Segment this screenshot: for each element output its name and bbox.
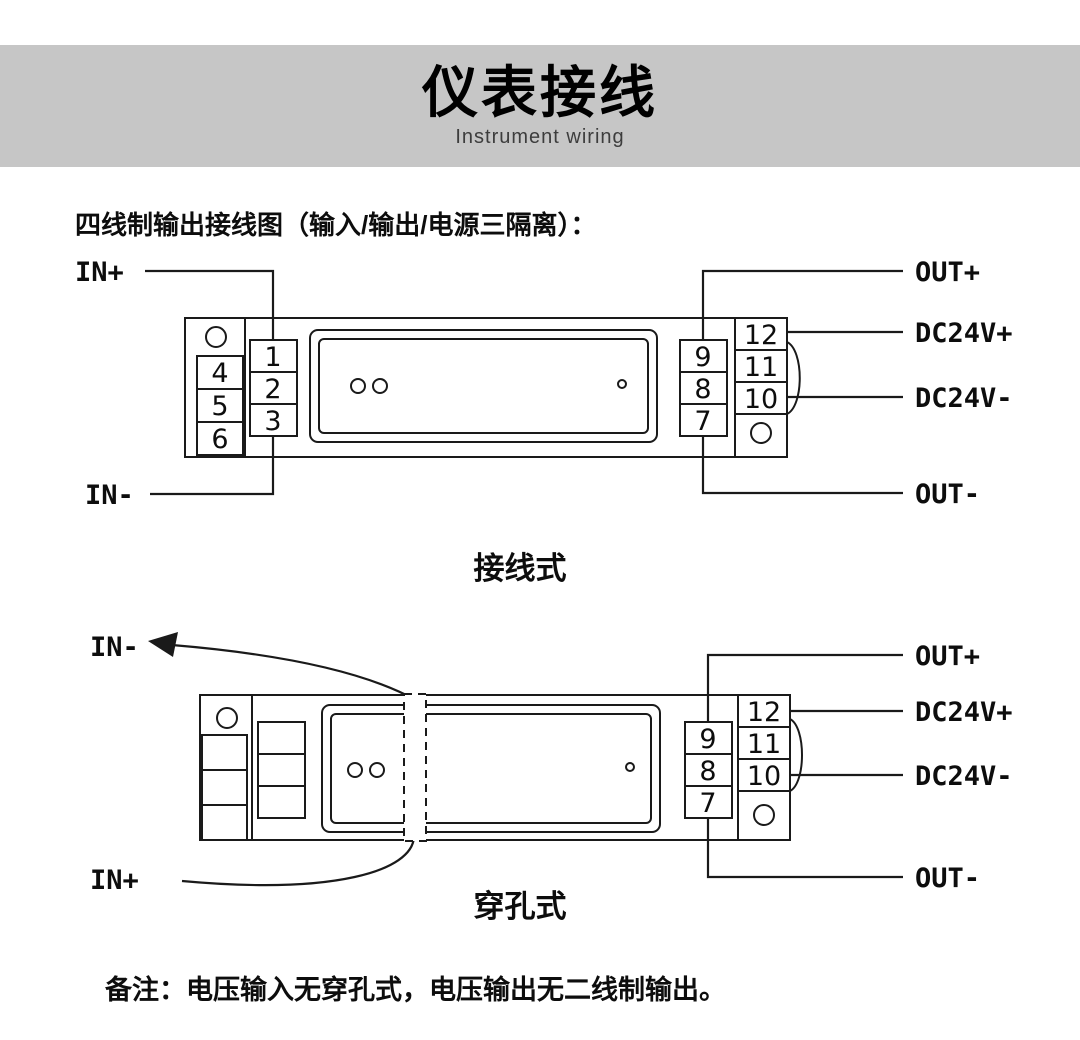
terminal-number-11: 11 [747,729,781,760]
terminal-box-6 [196,421,244,456]
wire-in-plus-bottom [181,836,416,887]
terminal-box-7 [684,785,733,819]
header-band: 仪表接线 Instrument wiring [0,45,1080,167]
terminal-box-11 [737,726,791,760]
in-plus-label: IN+ [75,257,124,288]
terminal-number-10: 10 [747,761,781,792]
terminal-number-8: 8 [694,374,711,405]
dc24v-plus-label: DC24V+ [915,697,1013,728]
terminal-box-blank-1 [201,734,248,771]
terminal-box-blank-5 [257,753,306,787]
terminal-box-blank-3 [201,804,248,841]
terminal-number-7: 7 [694,406,711,437]
indicator-hole-small [625,762,635,772]
terminal-number-3: 3 [264,406,281,437]
terminal-number-9: 9 [694,342,711,373]
wire-out-plus [706,653,903,722]
terminal-number-5: 5 [211,391,228,422]
terminal-number-12: 12 [747,697,781,728]
note-text: 备注：电压输入无穿孔式，电压输出无二线制输出。 [105,975,726,1005]
wire-in-minus [150,436,275,496]
display-window-inner [330,713,652,824]
din-clip [789,718,803,792]
in-minus-arrowhead [148,632,178,657]
terminal-number-4: 4 [211,358,228,389]
terminal-number-8: 8 [699,756,716,787]
terminal-number-1: 1 [264,342,281,373]
indicator-hole-2 [369,762,385,778]
display-window-inner [318,338,649,434]
terminal-number-2: 2 [264,374,281,405]
dc24v-minus-label: DC24V- [915,761,1013,792]
terminal-box-blank-4 [257,721,306,755]
mounting-hole-top-left [216,707,238,729]
through-hole [403,693,427,842]
terminal-box-7 [679,403,728,437]
section-heading: 四线制输出接线图（输入/输出/电源三隔离）： [75,210,597,240]
dc24v-minus-label: DC24V- [915,383,1013,414]
in-minus-label: IN- [85,480,134,511]
diagram-wire-connection: IN+ IN- 4 5 6 1 2 3 9 8 7 [75,257,1013,511]
mounting-hole-bottom-right [750,422,772,444]
display-window-outer [309,329,658,443]
caption-through-hole: 穿孔式 [473,889,567,924]
terminal-box-9 [679,339,728,373]
terminal-number-11: 11 [744,352,778,383]
wire-out-plus [701,269,903,340]
wire-out-minus [701,436,903,495]
din-clip [786,341,801,415]
indicator-hole-2 [372,378,388,394]
diagram-through-hole: IN- IN+ 9 8 7 12 [90,632,1013,896]
caption-wire-connection: 接线式 [473,551,567,586]
terminal-number-9: 9 [699,724,716,755]
terminal-box-2 [249,371,298,405]
terminal-box-3 [249,403,298,437]
terminal-number-7: 7 [699,788,716,819]
terminal-box-blank-6 [257,785,306,819]
in-minus-label: IN- [90,632,139,663]
wire-out-minus [706,818,903,879]
terminal-number-6: 6 [211,424,228,455]
out-minus-label: OUT- [915,863,980,894]
terminal-box-9 [684,721,733,755]
out-plus-label: OUT+ [915,257,980,288]
mounting-hole-bottom-right [753,804,775,826]
indicator-hole-1 [347,762,363,778]
page-subtitle: Instrument wiring [455,126,625,149]
in-plus-label: IN+ [90,865,139,896]
indicator-hole-small [617,379,627,389]
out-minus-label: OUT- [915,479,980,510]
display-window-outer [321,704,661,833]
wire-in-minus-top [171,643,415,700]
dc24v-plus-label: DC24V+ [915,318,1013,349]
page-title: 仪表接线 [422,60,658,126]
terminal-box-blank-2 [201,769,248,806]
terminal-number-12: 12 [744,320,778,351]
mounting-hole-top-left [205,326,227,348]
indicator-hole-1 [350,378,366,394]
terminal-number-10: 10 [744,384,778,415]
out-plus-label: OUT+ [915,641,980,672]
